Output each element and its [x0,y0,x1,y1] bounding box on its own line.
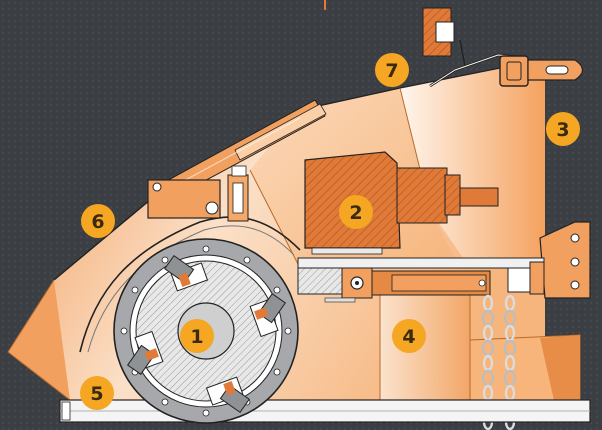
callout-3: 3 [546,112,580,146]
hydraulic-cylinder-icon [147,99,327,222]
callout-1: 1 [180,319,214,353]
drive-rail [297,257,545,303]
callout-number: 7 [385,60,398,82]
callout-number: 3 [556,119,569,141]
callout-7: 7 [375,53,409,87]
callout-4: 4 [392,319,426,353]
callout-number: 5 [90,383,103,405]
callout-number: 4 [402,326,415,348]
callout-5: 5 [80,376,114,410]
support-frame [379,291,581,406]
callout-number: 1 [190,326,203,348]
top-hatch [422,7,584,88]
callout-6: 6 [81,204,115,238]
base-frame [59,399,591,423]
callout-number: 6 [91,211,104,233]
callout-2: 2 [339,195,373,229]
mounting-bracket [539,221,591,299]
rotor-icon [113,238,299,424]
callout-number: 2 [349,202,362,224]
